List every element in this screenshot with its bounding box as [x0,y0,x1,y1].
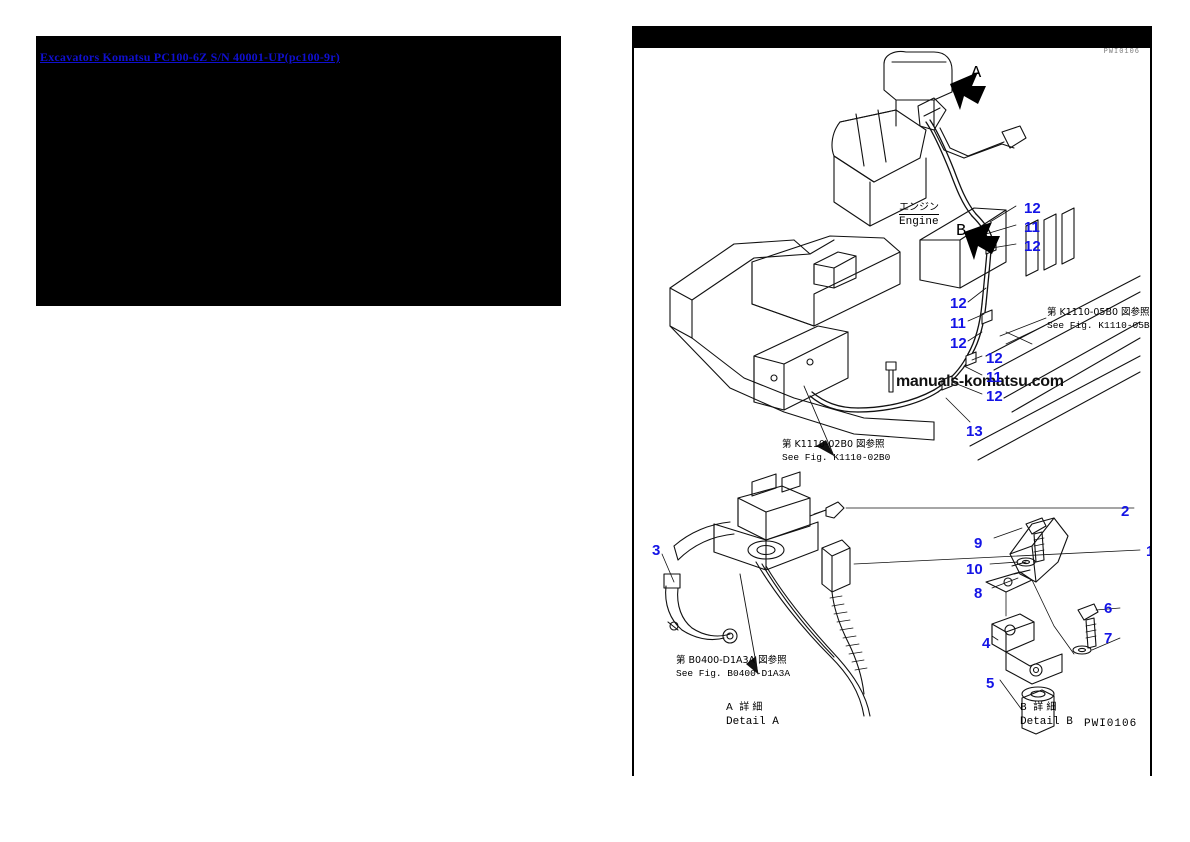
part-callout-2[interactable]: 2 [1121,503,1130,520]
part-callout-12[interactable]: 12 [986,350,1003,367]
part-callout-6[interactable]: 6 [1104,600,1113,617]
ref-k1110-05b0-en: See Fig. K1110-05B0 [1047,320,1152,331]
detail-b-label-jp: B 詳 細 [1020,702,1057,713]
part-callout-12[interactable]: 12 [1024,200,1041,217]
part-callout-13[interactable]: 13 [966,423,983,440]
catalog-link[interactable]: Excavators Komatsu PC100-6Z S/N 40001-UP… [40,50,340,64]
ref-b0400-d1a3a-en: See Fig. B0400-D1A3A [676,668,791,679]
part-callout-4[interactable]: 4 [982,635,991,652]
detail-a-label-en: Detail A [726,716,779,728]
section-arrow-a-glyph [950,72,986,110]
part-callout-5[interactable]: 5 [986,675,995,692]
part-callout-11[interactable]: 11 [1024,219,1040,236]
ref-k1110-05b0-jp: 第 K1110-05B0 図参照 [1047,307,1150,318]
part-callout-10[interactable]: 10 [966,561,983,578]
sheet-header-code: PWI0106 [1103,48,1140,56]
sheet-top-bar [634,26,1150,48]
engine-label-jp: エンジン [899,202,939,216]
watermark: manuals-komatsu.com [896,373,1064,390]
section-arrow-b-glyph [964,222,1000,260]
diagram-sheet: PWI0106 [632,26,1152,776]
part-callout-3[interactable]: 3 [652,542,661,559]
part-callout-9[interactable]: 9 [974,535,983,552]
diagram-artwork [634,26,1150,776]
part-callout-7[interactable]: 7 [1104,630,1113,647]
page-code: PWI0106 [1084,718,1138,730]
part-callout-11[interactable]: 11 [986,369,1002,386]
preview-pane [36,36,561,306]
part-callout-12[interactable]: 12 [950,295,967,312]
part-callout-12[interactable]: 12 [950,335,967,352]
detail-a-label-jp: A 詳 細 [726,702,763,713]
ref-k1110-02b0-jp: 第 K1110-02B0 図参照 [782,439,885,450]
engine-label-en: Engine [899,216,939,228]
section-marker-a: A [971,64,982,83]
part-callout-8[interactable]: 8 [974,585,983,602]
part-callout-12[interactable]: 12 [1024,238,1041,255]
ref-b0400-d1a3a-jp: 第 B0400-D1A3A 図参照 [676,655,787,666]
part-callout-12[interactable]: 12 [986,388,1003,405]
detail-b-label-en: Detail B [1020,716,1073,728]
section-marker-b: B [956,222,967,241]
ref-k1110-02b0-en: See Fig. K1110-02B0 [782,452,891,463]
part-callout-1[interactable]: 1 [1146,544,1150,559]
part-callout-11[interactable]: 11 [950,315,966,332]
